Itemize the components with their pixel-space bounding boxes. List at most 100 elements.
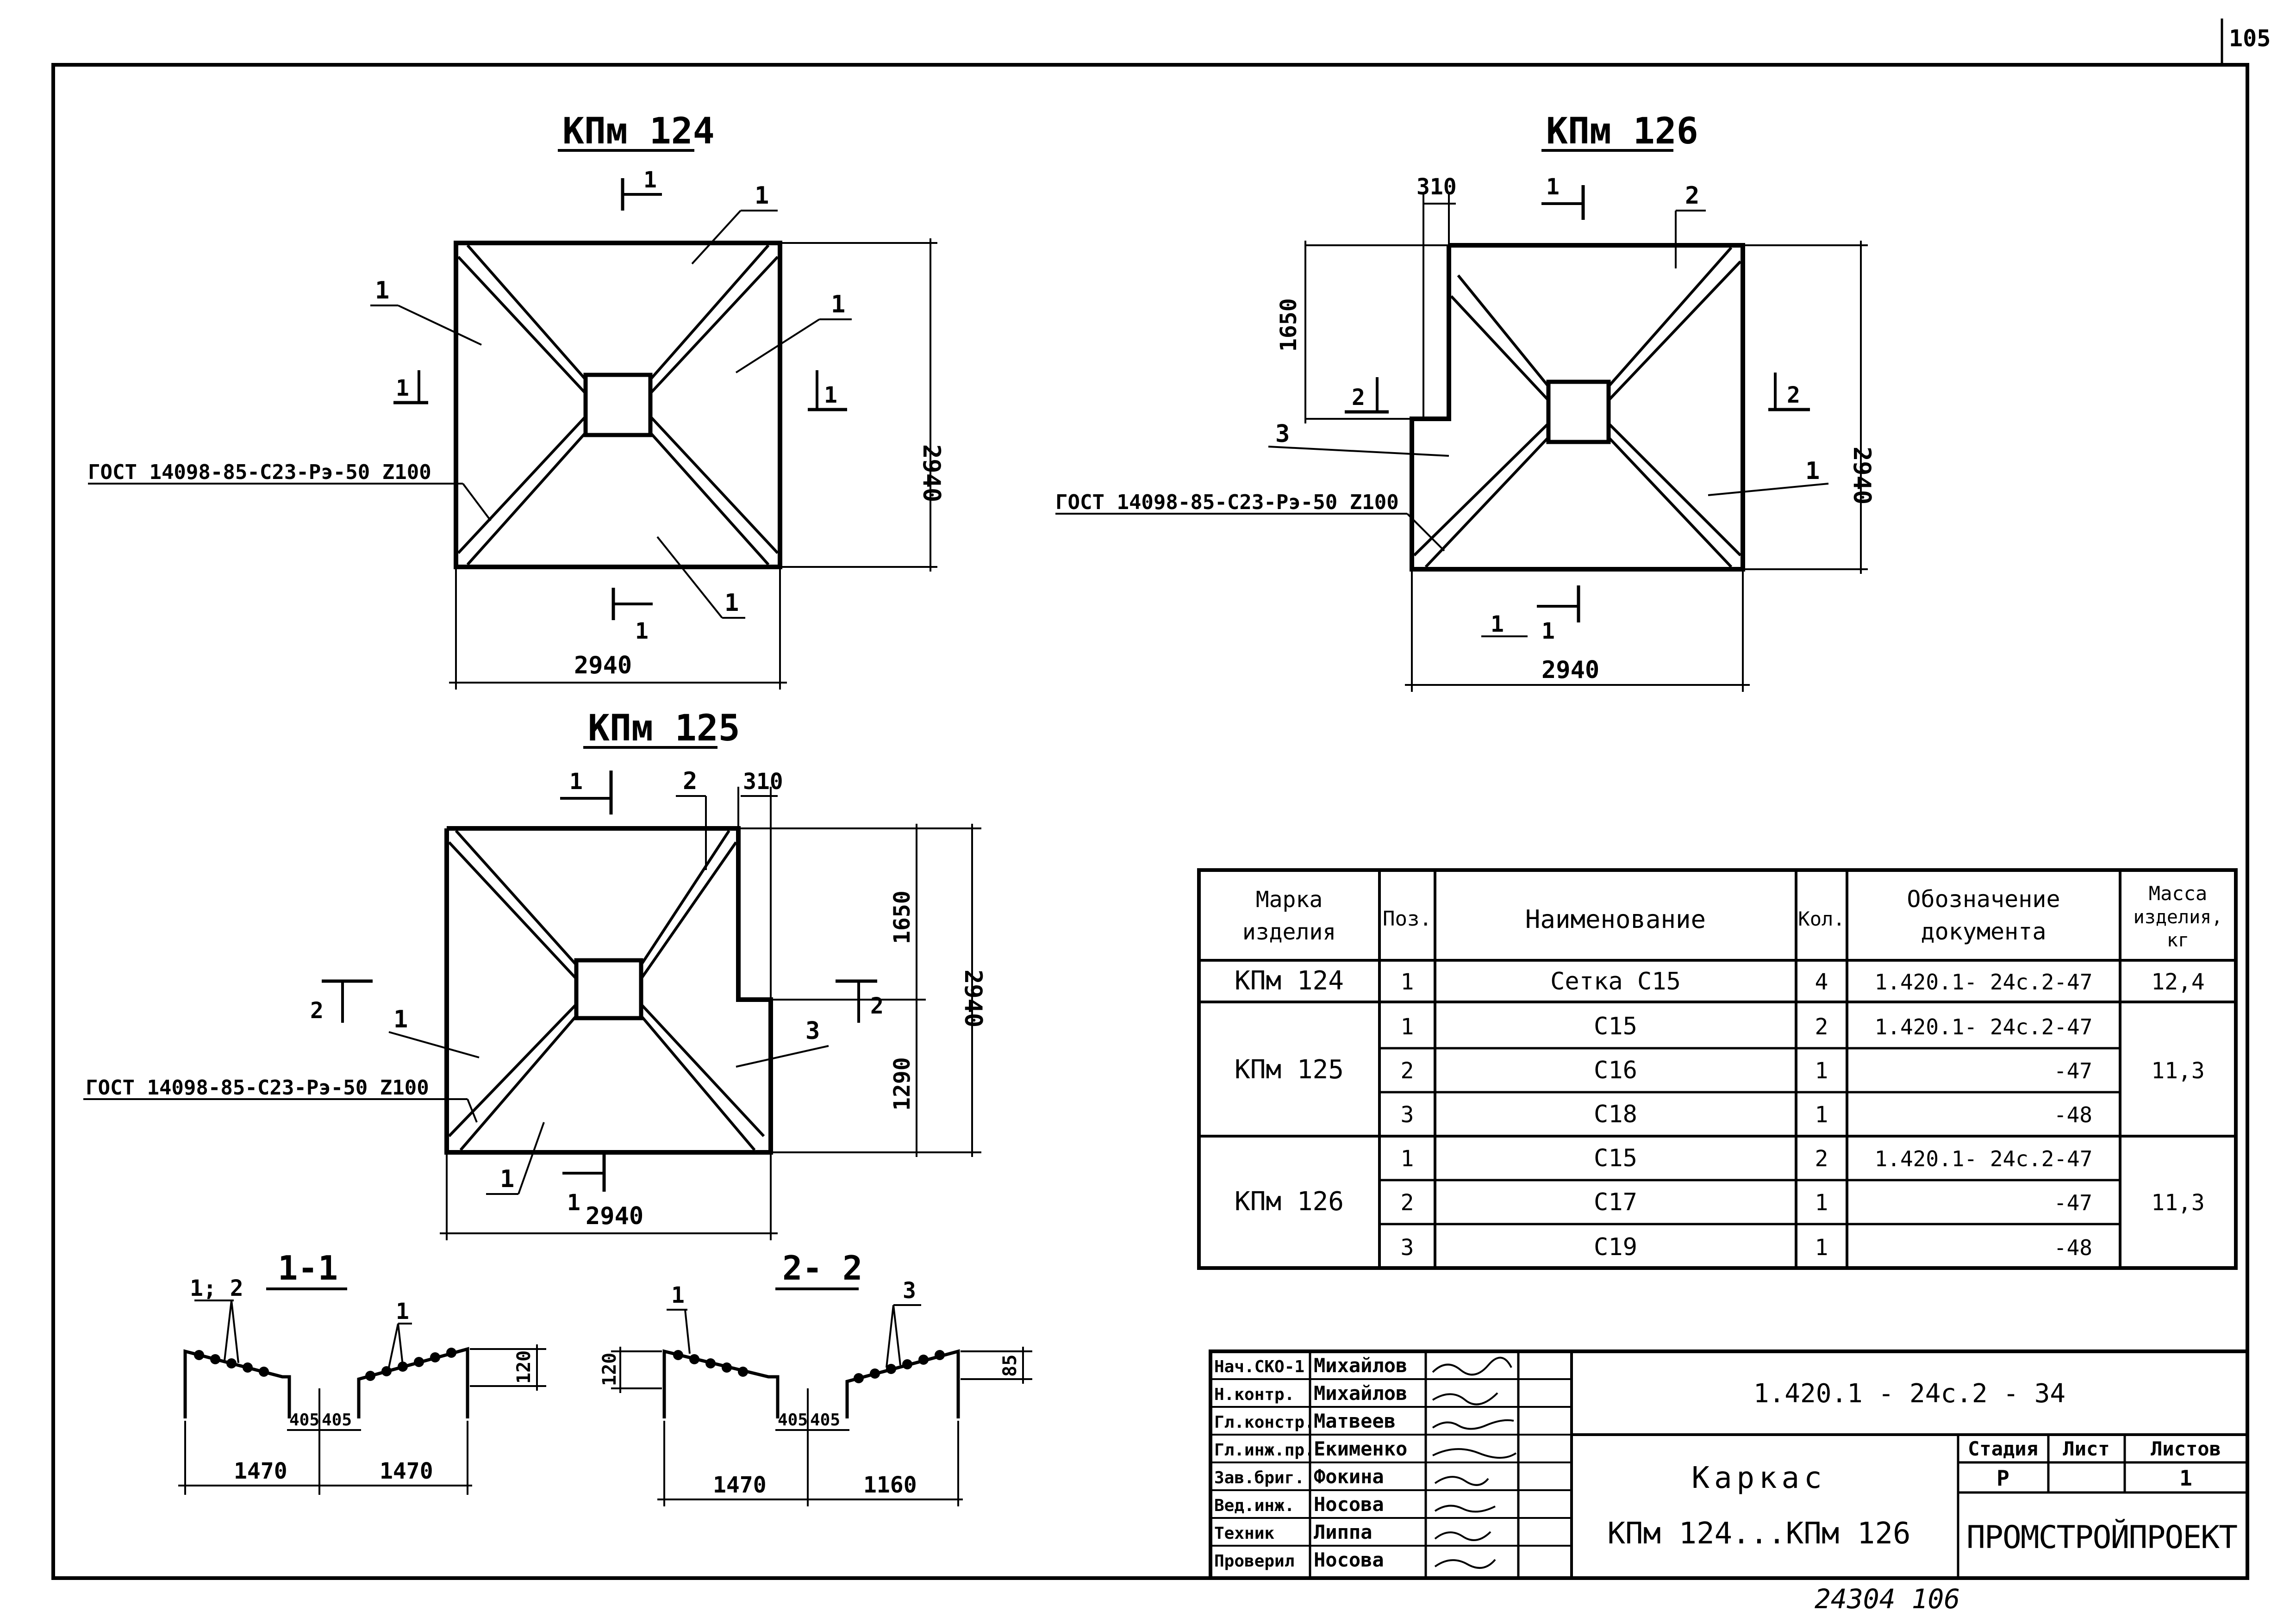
section22-pos-right: 3	[903, 1278, 916, 1304]
drawing-kpm126: КПм 126 310 1650 2940 2940 2 1	[1055, 111, 1876, 692]
section22-title: 2- 2	[782, 1249, 862, 1287]
kpm124-section-mark-left: 1	[396, 375, 409, 401]
kpm125-section-marks: 1 1 2 2	[310, 769, 884, 1216]
kpm125-dim-notch-width: 310	[743, 769, 783, 795]
sign-name: Носова	[1314, 1493, 1384, 1516]
section11-dim-gap-right: 405	[322, 1411, 352, 1430]
footer-note: 24304 106	[1815, 1583, 1960, 1615]
spec-row-qty: 1	[1815, 1058, 1828, 1084]
sheets-value: 1	[2179, 1466, 2192, 1491]
sign-role: Нач.СКО-1	[1214, 1357, 1304, 1376]
section11-rebar-dots	[194, 1348, 456, 1381]
spec-mark-kpm126: КПм 126	[1235, 1187, 1344, 1217]
section11-dim-gap-left: 405	[289, 1411, 319, 1430]
section22-dim-height-right: 85	[999, 1355, 1021, 1377]
section11-title: 1-1	[278, 1249, 338, 1287]
kpm125-pos-right: 3	[805, 1017, 820, 1045]
kpm125-section-mark-bottom: 1	[567, 1190, 580, 1216]
kpm125-pos-top: 2	[683, 767, 697, 795]
sign-role: Техник	[1214, 1524, 1274, 1543]
spec-row-doc: 1.420.1- 24с.2-47	[1875, 970, 2093, 995]
spec-row-doc: -48	[2054, 1235, 2092, 1260]
spec-row-name: Сетка С15	[1550, 968, 1681, 995]
spec-row-doc: -48	[2054, 1102, 2092, 1127]
spec-header-mark-2: изделия	[1242, 919, 1336, 945]
kpm125-section-mark-top: 1	[569, 769, 583, 795]
spec-row-name: С16	[1594, 1057, 1637, 1084]
kpm125-dim-height: 2940	[959, 970, 987, 1027]
spec-header-mass-2: изделия,	[2134, 907, 2223, 928]
section11-pos-right: 1	[396, 1299, 409, 1325]
sign-name: Липпа	[1314, 1521, 1372, 1543]
doc-code: 1.420.1 - 24с.2 - 34	[1753, 1379, 2065, 1409]
spec-row-pos: 1	[1401, 969, 1414, 995]
sign-role: Зав.бриг.	[1214, 1468, 1304, 1487]
kpm126-gost: ГОСТ 14098-85-С23-Рэ-50 Z100	[1055, 491, 1399, 514]
section22-dim-left: 1470	[713, 1472, 767, 1498]
kpm124-section-mark-bottom: 1	[635, 618, 649, 644]
kpm126-section-mark-bottom: 1	[1541, 618, 1555, 644]
kpm124-pos-bottom: 1	[724, 589, 739, 617]
kpm125-dim-upper: 1650	[889, 890, 915, 944]
kpm126-pos-top: 2	[1685, 182, 1699, 210]
spec-header-qty: Кол.	[1798, 908, 1845, 930]
kpm124-dim-width: 2940	[574, 652, 632, 679]
spec-row-qty: 2	[1815, 1014, 1828, 1040]
spec-header-mass-3: кг	[2167, 930, 2189, 951]
spec-row-name: С15	[1594, 1013, 1637, 1040]
kpm124-pos-left: 1	[375, 277, 389, 305]
kpm125-pos-bottom: 1	[500, 1165, 514, 1193]
spec-row-qty: 4	[1815, 969, 1828, 995]
page-number: 105	[2229, 25, 2271, 52]
kpm124-dim-height: 2940	[917, 444, 945, 502]
org-name: ПРОМСТРОЙПРОЕКТ	[1966, 1519, 2237, 1556]
section22-dim-gap-right: 405	[810, 1411, 840, 1430]
spec-mark-kpm125: КПм 125	[1235, 1055, 1344, 1085]
spec-mark-kpm124: КПм 124	[1235, 966, 1344, 996]
spec-row-doc: -47	[2054, 1190, 2092, 1215]
kpm125-dim-lower: 1290	[889, 1057, 915, 1111]
spec-row-qty: 1	[1815, 1235, 1828, 1261]
kpm125-section-mark-right: 2	[870, 993, 884, 1019]
section11-dim-right: 1470	[380, 1458, 433, 1484]
spec-row-pos: 2	[1401, 1190, 1414, 1216]
kpm126-dim-notch-height: 1650	[1276, 298, 1302, 352]
kpm126-title: КПм 126	[1546, 111, 1698, 152]
kpm124-gost: ГОСТ 14098-85-С23-Рэ-50 Z100	[88, 460, 431, 484]
stage-header: Стадия	[1968, 1437, 2038, 1460]
spec-row-pos: 1	[1401, 1014, 1414, 1040]
kpm126-section-mark-left: 2	[1352, 385, 1365, 410]
sign-name: Михайлов	[1314, 1354, 1407, 1377]
stage-value: Р	[1997, 1466, 2009, 1491]
spec-table: Марка изделия Поз. Наименование Кол. Обо…	[1197, 868, 2238, 1270]
kpm124-section-mark-top: 1	[643, 167, 657, 193]
kpm126-pos-left: 3	[1275, 420, 1290, 448]
spec-row-name: С15	[1594, 1144, 1637, 1172]
kpm125-gost: ГОСТ 14098-85-С23-Рэ-50 Z100	[86, 1076, 429, 1100]
kpm124-pos-right: 1	[831, 291, 845, 318]
spec-mass-kpm125: 11,3	[2151, 1058, 2205, 1084]
spec-mass-kpm124: 12,4	[2151, 969, 2205, 995]
spec-row-name: С19	[1594, 1233, 1637, 1261]
spec-row-name: С18	[1594, 1101, 1637, 1128]
kpm125-section-mark-left: 2	[310, 998, 324, 1024]
spec-header-doc-1: Обозначение	[1907, 886, 2060, 913]
sign-name: Носова	[1314, 1548, 1384, 1571]
kpm125-title: КПм 125	[588, 708, 740, 749]
sign-role: Н.контр.	[1214, 1385, 1294, 1404]
spec-header-pos: Поз.	[1383, 907, 1432, 931]
spec-row-qty: 1	[1815, 1190, 1828, 1216]
kpm126-dim-width: 2940	[1541, 656, 1599, 684]
sign-role: Гл.инж.пр.	[1214, 1441, 1315, 1460]
sign-role: Проверил	[1214, 1552, 1294, 1571]
kpm125-dim-width: 2940	[586, 1202, 643, 1230]
sheet-header: Лист	[2063, 1437, 2109, 1460]
spec-row-pos: 1	[1401, 1146, 1414, 1172]
title-line1: Каркас	[1691, 1461, 1826, 1495]
spec-row-doc: 1.420.1- 24с.2-47	[1875, 1146, 2093, 1171]
kpm126-section-marks: 1 1 1 2 2	[1345, 174, 1810, 644]
section11-dim-left: 1470	[234, 1458, 287, 1484]
sign-name: Матвеев	[1314, 1410, 1396, 1432]
section22-dim-height-left: 120	[599, 1353, 620, 1386]
